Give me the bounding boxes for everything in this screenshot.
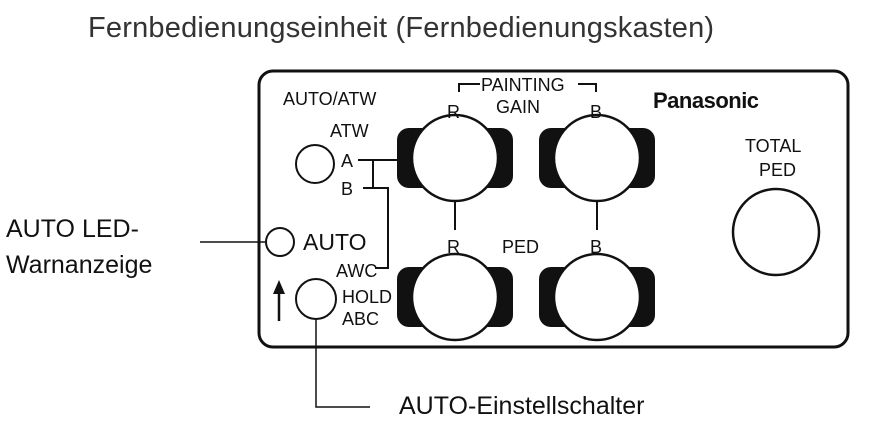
ped-r-knob[interactable] [397, 252, 513, 342]
auto-set-switch[interactable] [295, 278, 337, 320]
auto-switch-leader-line [315, 319, 370, 408]
brand-logo: Panasonic [653, 88, 759, 113]
ped-b-label: B [590, 237, 603, 257]
a-label: A [341, 151, 354, 171]
total-ped-label: PED [759, 160, 797, 180]
gain-b-label: B [590, 102, 603, 122]
gain-r-knob[interactable] [397, 113, 513, 203]
total-ped-knob[interactable] [731, 187, 821, 277]
awc-label: AWC [336, 261, 378, 281]
ped-b-knob[interactable] [539, 252, 655, 342]
awc-branch-line [373, 187, 389, 269]
atw-label: ATW [330, 121, 369, 141]
auto-led-indicator [265, 227, 295, 257]
abc-label: ABC [342, 309, 380, 329]
painting-bracket-left [458, 83, 480, 92]
ped-r-label: R [447, 237, 460, 257]
painting-label: PAINTING [481, 75, 565, 95]
hold-label: HOLD [342, 287, 393, 307]
auto-label: AUTO [303, 229, 367, 255]
auto-led-callout-line2: Warnanzeige [6, 251, 153, 279]
ped-label: PED [502, 237, 540, 257]
painting-bracket-right [578, 83, 597, 92]
up-arrow-icon [273, 280, 285, 294]
gain-r-label: R [447, 102, 460, 122]
gain-b-knob[interactable] [539, 113, 655, 203]
auto-switch-callout: AUTO-Einstellschalter [399, 392, 645, 420]
diagram-title: Fernbedienungseinheit (Fernbedienungskas… [88, 12, 715, 44]
auto-atw-label: AUTO/ATW [283, 89, 377, 109]
total-label: TOTAL [745, 136, 802, 156]
gain-label: GAIN [496, 97, 541, 117]
atw-button[interactable] [295, 144, 335, 184]
b-label: B [341, 179, 354, 199]
auto-led-callout-line1: AUTO LED- [6, 215, 139, 243]
